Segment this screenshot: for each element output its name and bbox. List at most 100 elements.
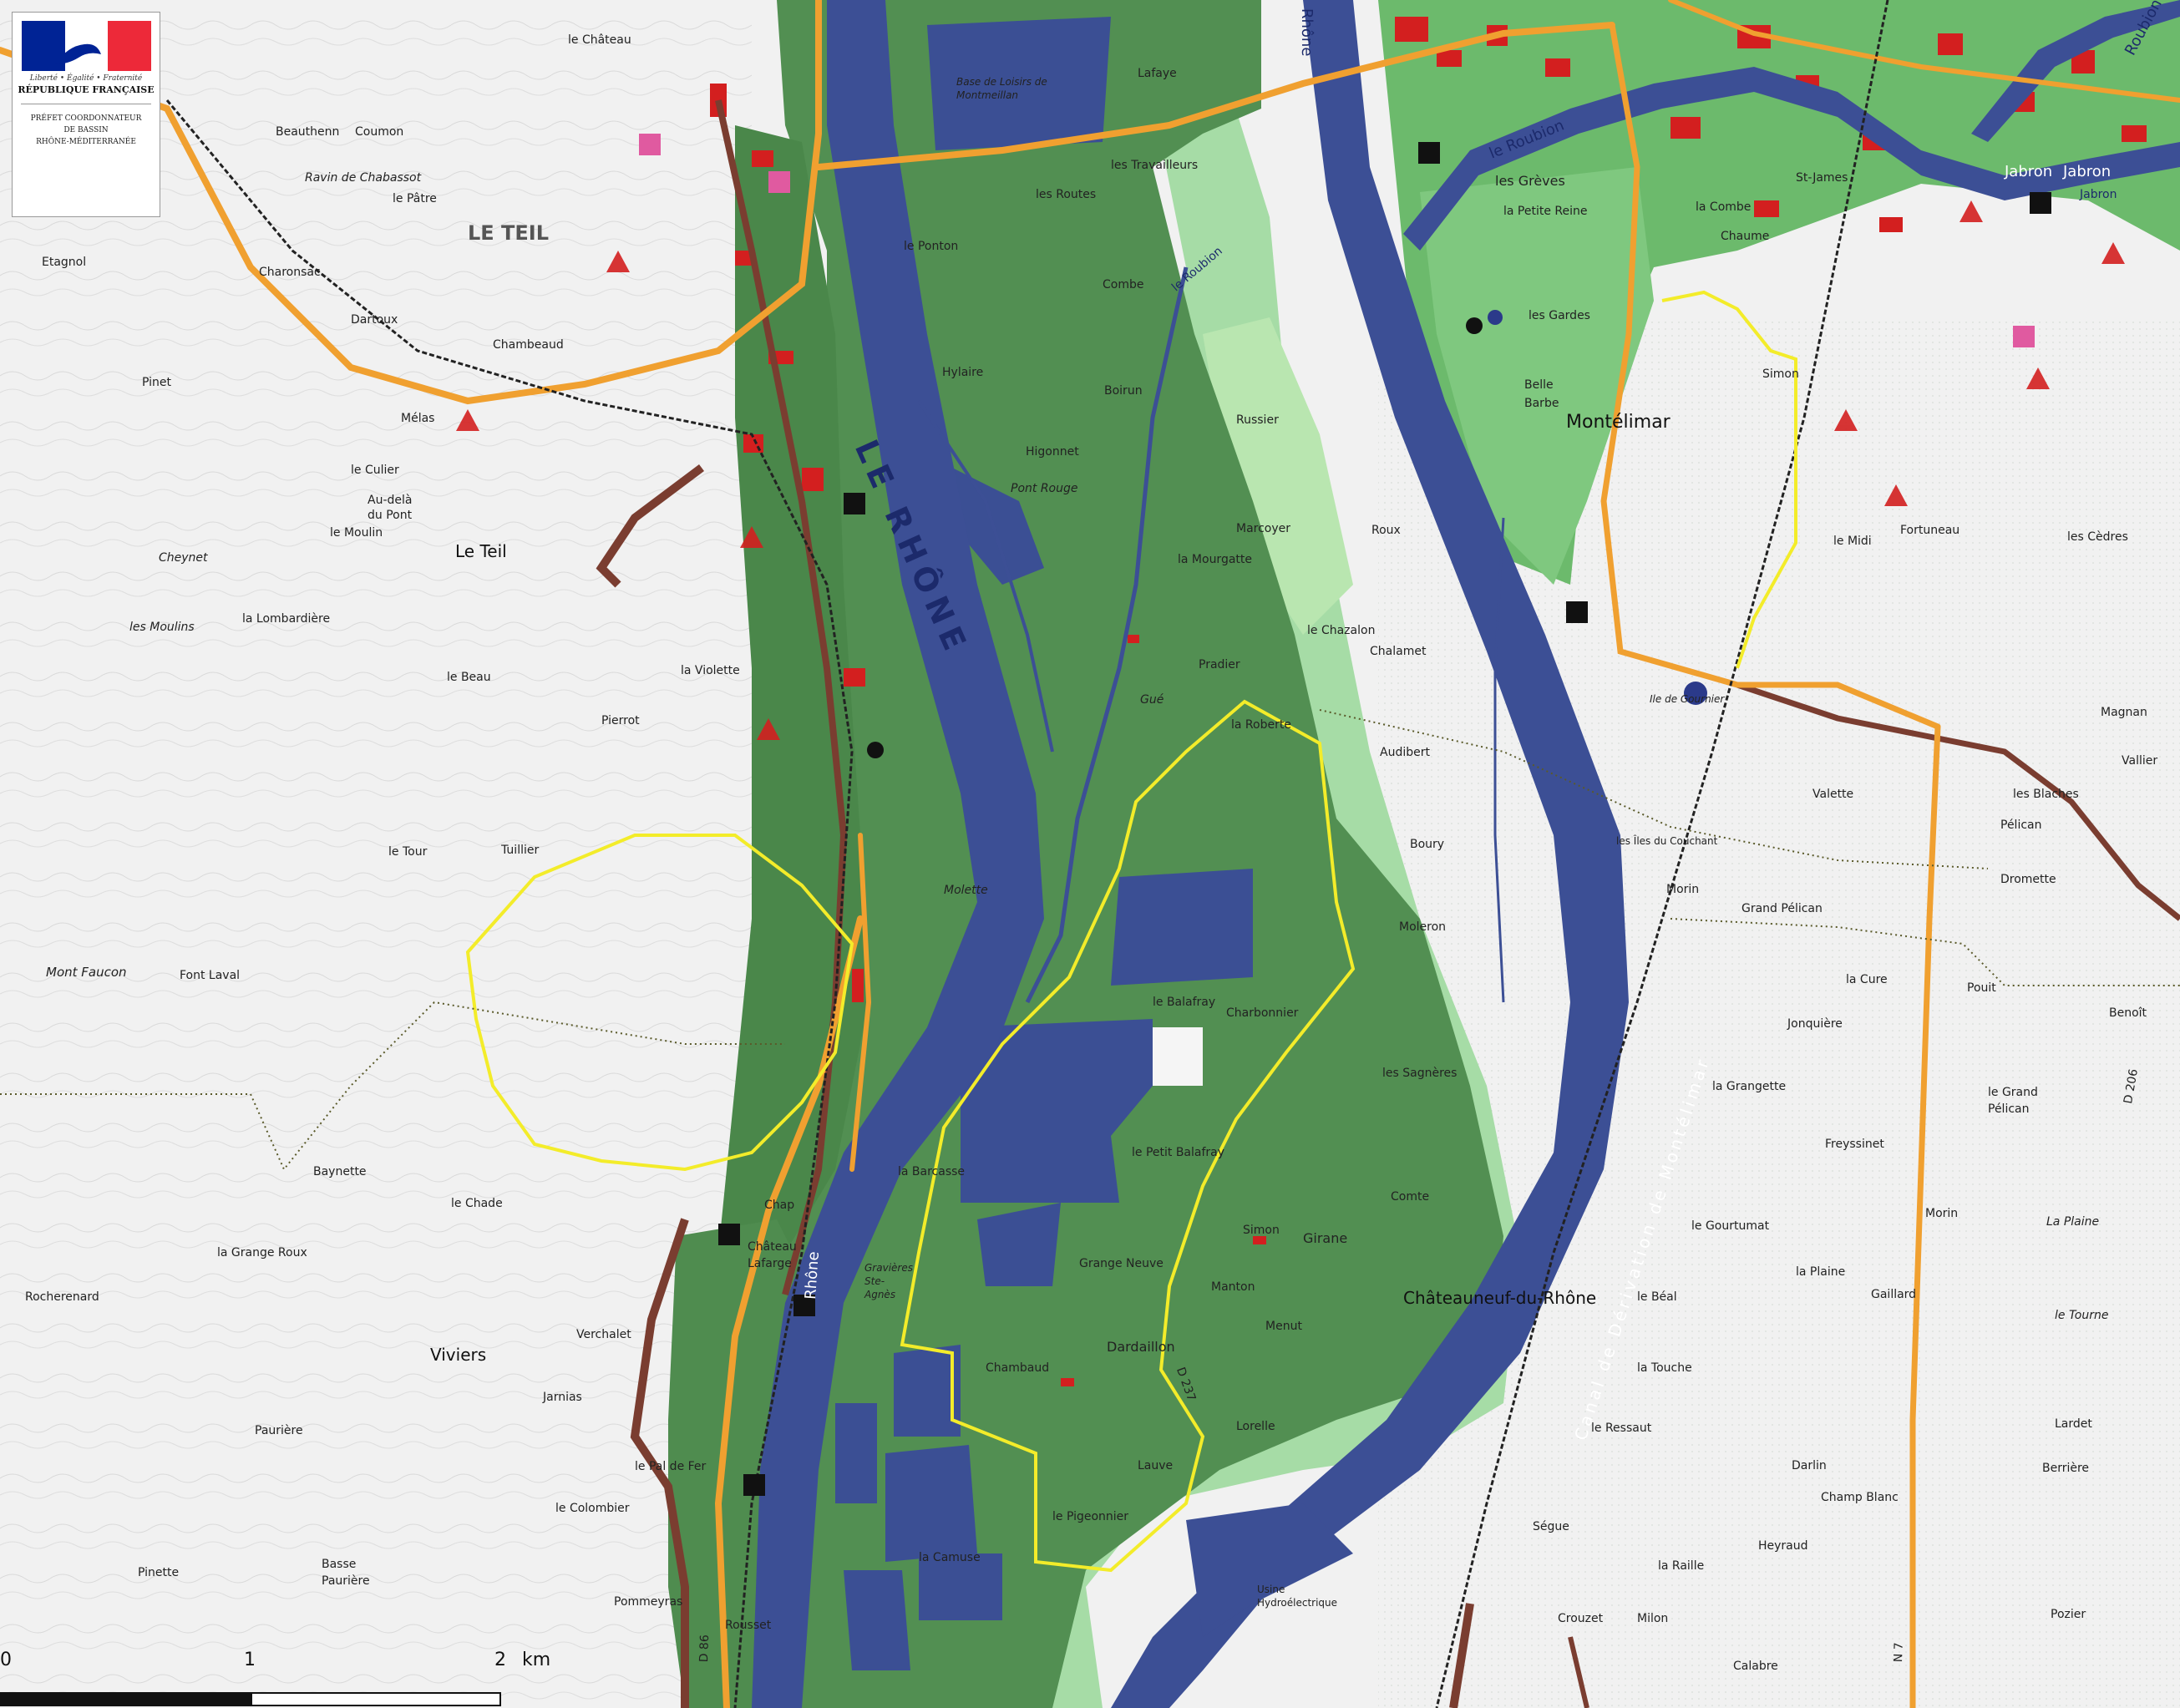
- label-verchalet: Verchalet: [576, 1328, 631, 1341]
- label-la-combe: la Combe: [1696, 200, 1752, 214]
- label-chaude: le Chade: [451, 1197, 503, 1210]
- label-n7: N 7: [1892, 1642, 1906, 1663]
- label-chambeaud: Chambeaud: [493, 338, 564, 352]
- label-pommeyras: Pommeyras: [614, 1595, 683, 1609]
- label-pauriere: Paurière: [255, 1424, 303, 1437]
- label-basse-pauriere: Basse Paurière: [322, 1558, 370, 1588]
- label-boirun: Boirun: [1104, 384, 1143, 398]
- label-le-ponton: le Ponton: [904, 240, 959, 253]
- perimeters: [465, 290, 1797, 1573]
- label-jabron-3: Jabron: [2080, 188, 2117, 201]
- label-chateauneuf: Châteauneuf-du-Rhône: [1403, 1288, 1597, 1308]
- label-molette: Molette: [944, 884, 988, 897]
- dyke-east-lower: [1568, 1636, 1589, 1708]
- label-pont-rouge: Pont Rouge: [1011, 482, 1078, 495]
- prefecture-logo: Liberté • Égalité • Fraternité RÉPUBLIQU…: [12, 12, 160, 217]
- logo-prefect-line2: DE BASSIN: [63, 126, 109, 134]
- railway-east: [1435, 0, 1889, 1708]
- label-darlin: Darlin: [1792, 1459, 1827, 1472]
- label-mont-faucon: Mont Faucon: [46, 965, 127, 980]
- dyke-viviers: [630, 1218, 689, 1708]
- dyke-le-teil: [596, 464, 704, 588]
- label-les-iles-du-couchant: les Îles du Couchant: [1616, 835, 1718, 847]
- label-roux: Roux: [1371, 524, 1401, 537]
- scale-bar-black: [0, 1692, 251, 1706]
- label-dromette: Dromette: [2000, 873, 2056, 886]
- label-la-roberte: la Roberte: [1231, 718, 1291, 732]
- label-etagnol: Etagnol: [42, 256, 87, 269]
- label-chaponne: Chap: [764, 1199, 795, 1212]
- label-comte: Comte: [1391, 1190, 1430, 1204]
- label-chambaud: Chambaud: [986, 1361, 1050, 1375]
- label-la-camuse: la Camuse: [919, 1551, 981, 1564]
- label-girane: Girane: [1303, 1230, 1348, 1246]
- label-jabron-1: Jabron: [2005, 163, 2053, 180]
- label-simon-2: Simon: [1762, 367, 1799, 381]
- label-belle-barbe: Belle Barbe: [1524, 378, 1559, 410]
- label-chalamet: Chalamet: [1370, 645, 1427, 658]
- label-simon: Simon: [1243, 1224, 1280, 1237]
- label-russier: Russier: [1236, 413, 1279, 427]
- label-menut: Menut: [1265, 1320, 1302, 1333]
- label-les-cedres: les Cèdres: [2067, 530, 2128, 544]
- dyke-east-road: [1736, 682, 2180, 921]
- label-heyraud: Heyraud: [1758, 1539, 1808, 1553]
- dyke-west: [715, 99, 848, 1296]
- label-lardet: Lardet: [2055, 1417, 2092, 1431]
- hill-shading-west: [0, 0, 752, 1708]
- label-le-teil-upper: LE TEIL: [468, 221, 550, 245]
- label-les-routes: les Routes: [1036, 188, 1097, 201]
- dyke-south: [1449, 1603, 1474, 1708]
- label-rhone-top: Rhône: [1298, 8, 1316, 57]
- label-boury: Boury: [1410, 838, 1445, 851]
- label-la-grange-roux: la Grange Roux: [217, 1246, 307, 1259]
- label-les-gardes: les Gardes: [1529, 309, 1590, 322]
- label-tuillier: Tuillier: [501, 844, 540, 857]
- lakes: [835, 17, 1253, 1670]
- label-pinet: Pinet: [142, 376, 171, 389]
- label-la-touche: la Touche: [1637, 1361, 1692, 1375]
- label-les-greves: les Grèves: [1495, 173, 1565, 189]
- label-morin-2: Morin: [1666, 883, 1700, 896]
- label-gue: Gué: [1140, 693, 1164, 707]
- label-la-cure: la Cure: [1846, 973, 1888, 986]
- label-benoit: Benoît: [2109, 1006, 2147, 1020]
- label-vallier: Vallier: [2122, 754, 2158, 768]
- canal-derivation: [1111, 0, 1629, 1708]
- label-rousset: Rousset: [725, 1619, 772, 1632]
- label-grand-pelican: Grand Pélican: [1741, 902, 1823, 915]
- label-le-grand-pelican: le Grand Pélican: [1988, 1086, 2038, 1116]
- label-charonsac: Charonsac: [259, 266, 321, 279]
- label-lombardiere: la Lombardière: [242, 612, 331, 626]
- canal-lower-branch: [1186, 1503, 1353, 1637]
- warning-icons: [456, 200, 2125, 740]
- label-pouit: Pouit: [1967, 981, 1996, 995]
- label-base-loisirs: Base de Loisirs de Montmeillan: [956, 76, 1047, 101]
- label-lorelle: Lorelle: [1236, 1420, 1275, 1433]
- label-le-patre: le Pâtre: [393, 192, 437, 205]
- label-combe: Combe: [1103, 278, 1144, 291]
- flood-zone-light-2: [1203, 317, 1353, 635]
- scale-bar: 0 1 2 km: [0, 1650, 550, 1708]
- label-pierrot: Pierrot: [601, 714, 640, 727]
- label-crouzet: Crouzet: [1558, 1612, 1604, 1625]
- label-le-beal: le Béal: [1637, 1290, 1677, 1304]
- label-le-midi: le Midi: [1833, 535, 1872, 548]
- label-le-balafray: le Balafray: [1153, 996, 1216, 1009]
- label-chaumes: Chaume: [1721, 230, 1770, 243]
- label-gravieres: Gravières Ste-Agnès: [864, 1262, 913, 1300]
- scale-bar-white: [251, 1692, 501, 1706]
- label-pradier: Pradier: [1199, 658, 1240, 672]
- label-grange-neuve: Grange Neuve: [1079, 1257, 1164, 1270]
- label-jarnias: Jarnias: [543, 1391, 582, 1404]
- label-coumon: Coumon: [355, 125, 404, 139]
- roubion-old-bed: [1025, 266, 1189, 1004]
- label-moleron: Moleron: [1399, 920, 1447, 934]
- label-au-dela-du-pont: Au-delà du Pont: [368, 494, 413, 522]
- label-marcoyer: Marcoyer: [1236, 522, 1291, 535]
- logo-motto: Liberté • Égalité • Fraternité: [29, 74, 143, 83]
- label-la-raille: la Raille: [1658, 1559, 1705, 1573]
- label-higonnet: Higonnet: [1026, 445, 1079, 459]
- label-lafaye: Lafaye: [1138, 67, 1177, 80]
- scale-unit: km: [522, 1650, 551, 1670]
